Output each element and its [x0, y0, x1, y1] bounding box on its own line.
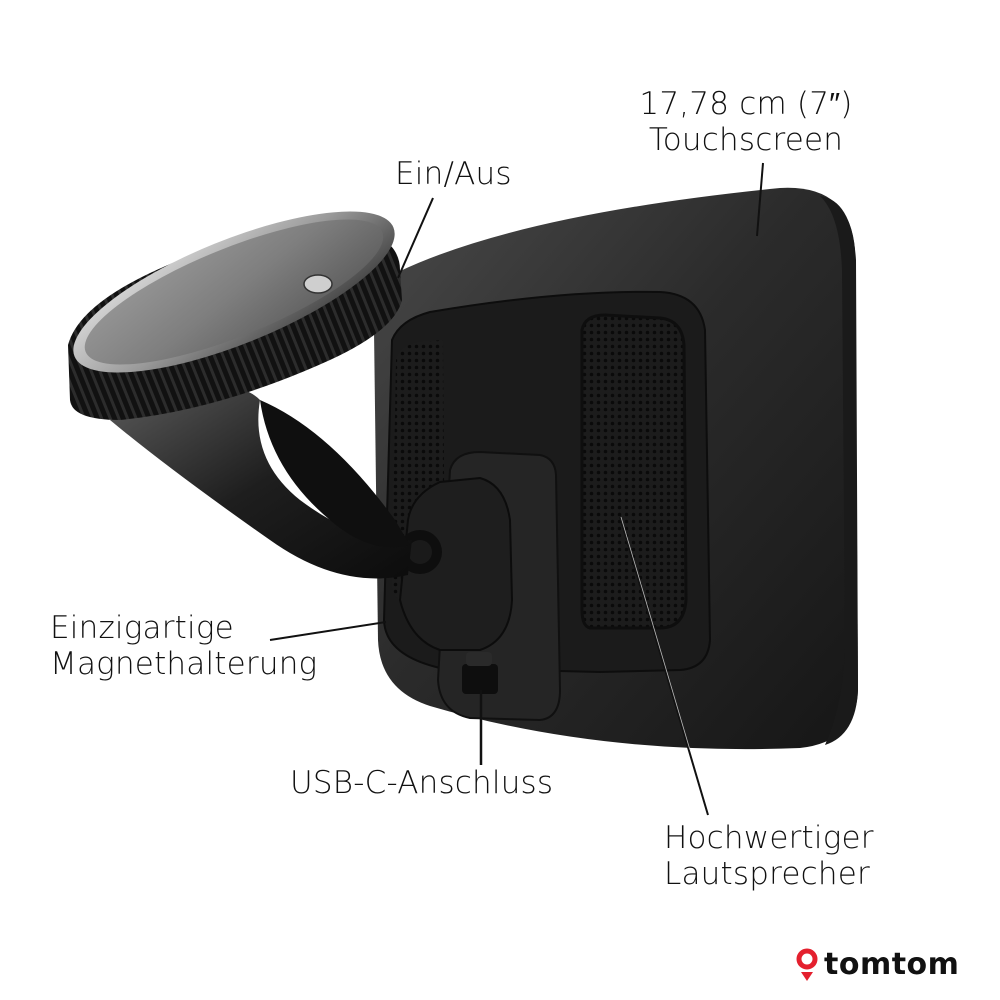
touchscreen-label-line1: 17,78 cm (7″)	[639, 86, 853, 122]
tomtom-logo: tomtom	[796, 948, 959, 982]
magnet-mount-label-line2: Magnethalterung	[50, 646, 318, 682]
suction-arm	[110, 387, 412, 579]
usb-c-port	[462, 664, 498, 694]
location-pin-icon	[796, 948, 818, 981]
speaker-label-line1: Hochwertiger	[664, 820, 874, 856]
magnet-mount-label: Einzigartige Magnethalterung	[50, 610, 317, 682]
power-callout-line	[397, 197, 434, 279]
speaker-label-line2: Lautsprecher	[664, 856, 870, 892]
brand-name: tomtom	[824, 947, 960, 982]
touchscreen-label: 17,78 cm (7″) Touchscreen	[628, 86, 864, 158]
speaker-label: Hochwertiger Lautsprecher	[664, 820, 874, 892]
magnet-mount-label-line1: Einzigartige	[50, 610, 234, 646]
usb-c-label: USB-C-Anschluss	[290, 765, 554, 801]
touchscreen-label-line2: Touchscreen	[648, 122, 844, 158]
right-speaker-grille	[580, 313, 688, 630]
power-button-label: Ein/Aus	[395, 156, 512, 192]
touchscreen-callout-line	[756, 162, 764, 237]
speaker-callout-line	[619, 516, 709, 816]
magnet-callout-line	[269, 621, 387, 641]
suction-disc	[68, 211, 402, 420]
mount-knob	[398, 476, 514, 651]
